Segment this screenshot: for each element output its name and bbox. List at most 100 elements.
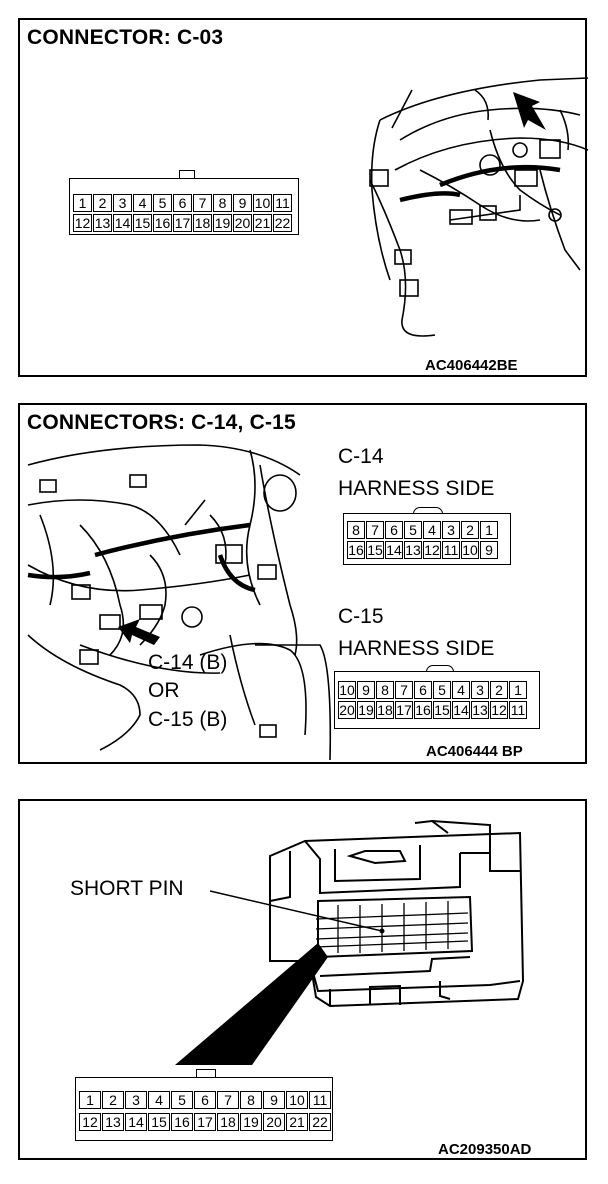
pin-cell: 12 [79, 1113, 101, 1131]
pin-cell: 15 [133, 214, 152, 232]
pin-cell: 22 [309, 1113, 331, 1131]
pin-cell: 21 [286, 1113, 308, 1131]
pin-cell: 15 [433, 701, 451, 719]
pin-cell: 18 [376, 701, 394, 719]
pin-cell: 20 [233, 214, 252, 232]
short-pin-dot [379, 928, 385, 934]
pin-cell: 19 [240, 1113, 262, 1131]
pin-cell: 5 [404, 521, 422, 539]
pin-cell: 3 [442, 521, 460, 539]
pin-cell: 11 [509, 701, 527, 719]
pin-cell: 5 [433, 681, 451, 699]
pin-row-1: 8 7 6 5 4 3 2 1 [347, 521, 499, 539]
short-pin-connector-pinout: 1 2 3 4 5 6 7 8 9 10 11 12 13 14 15 16 1… [75, 1069, 333, 1141]
pin-cell: 19 [213, 214, 232, 232]
c15-name-label: C-15 [338, 605, 384, 628]
panel-title: CONNECTORS: C-14, C-15 [27, 411, 296, 434]
figure-code: AC406442BE [425, 357, 518, 374]
pin-cell: 1 [79, 1091, 101, 1109]
pin-cell: 8 [213, 194, 232, 212]
connector-latch [413, 507, 443, 514]
callout-c15: C-15 (B) [148, 708, 228, 731]
pin-cell: 20 [263, 1113, 285, 1131]
c15-side-label: HARNESS SIDE [338, 637, 495, 660]
location-arrow [513, 92, 546, 130]
short-pin-connector-illustration [175, 819, 525, 1065]
pin-cell: 3 [113, 194, 132, 212]
panel-short-pin: SHORT PIN AC209350AD 1 2 3 4 5 6 7 8 9 1… [18, 799, 587, 1160]
pin-row-1: 1 2 3 4 5 6 7 8 9 10 11 [73, 194, 293, 212]
short-pin-label: SHORT PIN [70, 877, 184, 900]
pin-cell: 20 [338, 701, 356, 719]
pin-cell: 21 [253, 214, 272, 232]
projection-wedge [175, 943, 328, 1065]
pin-cell: 16 [153, 214, 172, 232]
pin-cell: 7 [193, 194, 212, 212]
pin-cell: 10 [286, 1091, 308, 1109]
pin-cell: 14 [385, 541, 403, 559]
pin-cell: 10 [338, 681, 356, 699]
pin-cell: 8 [376, 681, 394, 699]
pin-cell: 13 [93, 214, 112, 232]
pin-cell: 7 [366, 521, 384, 539]
pin-cell: 5 [153, 194, 172, 212]
pin-cell: 9 [357, 681, 375, 699]
callout-or: OR [148, 679, 180, 702]
connector-latch [179, 170, 195, 179]
interior-harness-illustration [27, 444, 332, 761]
figure-code: AC209350AD [438, 1141, 532, 1158]
pin-cell: 12 [73, 214, 92, 232]
pin-cell: 15 [148, 1113, 170, 1131]
pin-row-2: 20 19 18 17 16 15 14 13 12 11 [338, 701, 528, 719]
pin-cell: 18 [217, 1113, 239, 1131]
pin-cell: 16 [347, 541, 365, 559]
pin-cell: 4 [133, 194, 152, 212]
pin-cell: 2 [490, 681, 508, 699]
pin-cell: 16 [414, 701, 432, 719]
connector-c15-pinout: 10 9 8 7 6 5 4 3 2 1 20 19 18 17 16 15 1… [334, 665, 540, 729]
c14-side-label: HARNESS SIDE [338, 477, 495, 500]
pin-cell: 16 [171, 1113, 193, 1131]
figure-code: AC406444 BP [426, 743, 523, 760]
pin-row-2: 12 13 14 15 16 17 18 19 20 21 22 [79, 1113, 332, 1131]
pin-cell: 19 [357, 701, 375, 719]
panel-connectors-c14-c15: CONNECTORS: C-14, C-15 AC406444 BP C-14 … [18, 403, 587, 764]
pin-cell: 7 [395, 681, 413, 699]
pin-cell: 14 [125, 1113, 147, 1131]
pin-cell: 1 [480, 521, 498, 539]
pin-cell: 9 [480, 541, 498, 559]
callout-c14: C-14 (B) [148, 651, 228, 674]
pin-cell: 9 [233, 194, 252, 212]
pin-cell: 17 [173, 214, 192, 232]
pin-cell: 18 [193, 214, 212, 232]
pin-cell: 9 [263, 1091, 285, 1109]
pin-cell: 4 [148, 1091, 170, 1109]
dashboard-harness-illustration [369, 77, 589, 337]
connector-c14-pinout: 8 7 6 5 4 3 2 1 16 15 14 13 12 11 10 9 [343, 507, 511, 565]
connector-outline [343, 513, 511, 565]
pin-cell: 13 [404, 541, 422, 559]
c14-name-label: C-14 [338, 445, 384, 468]
pin-cell: 12 [423, 541, 441, 559]
pin-cell: 1 [73, 194, 92, 212]
pin-cell: 2 [461, 521, 479, 539]
short-pin-leader [209, 890, 383, 932]
panel-title: CONNECTOR: C-03 [27, 26, 224, 49]
pin-cell: 6 [414, 681, 432, 699]
pin-cell: 14 [452, 701, 470, 719]
pin-cell: 17 [395, 701, 413, 719]
connector-latch [426, 665, 454, 672]
pin-cell: 1 [509, 681, 527, 699]
pin-cell: 15 [366, 541, 384, 559]
pin-cell: 2 [93, 194, 112, 212]
pin-cell: 4 [423, 521, 441, 539]
pin-cell: 6 [173, 194, 192, 212]
pin-row-2: 12 13 14 15 16 17 18 19 20 21 22 [73, 214, 293, 232]
location-arrow [118, 619, 160, 645]
pin-cell: 13 [471, 701, 489, 719]
pin-cell: 5 [171, 1091, 193, 1109]
pin-row-1: 10 9 8 7 6 5 4 3 2 1 [338, 681, 528, 699]
pin-cell: 2 [102, 1091, 124, 1109]
pin-cell: 3 [125, 1091, 147, 1109]
pin-cell: 7 [217, 1091, 239, 1109]
